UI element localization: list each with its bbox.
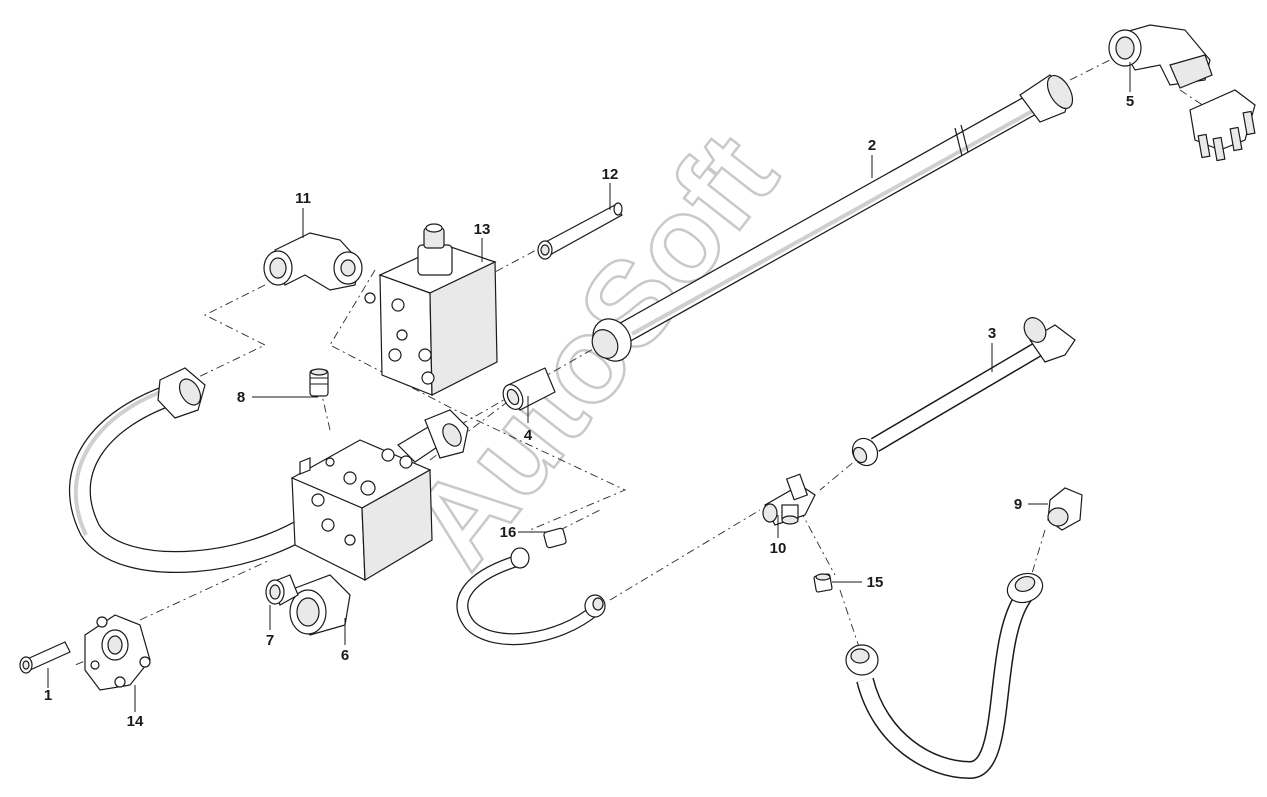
callout-12: 12 — [602, 166, 619, 183]
callout-1: 1 — [44, 687, 52, 704]
hose-lower-right — [845, 572, 1044, 780]
callout-4: 4 — [524, 427, 533, 444]
hose-small-middle — [456, 547, 606, 646]
elbow-connector-5 — [1108, 24, 1256, 162]
fitting-lower-block-top — [397, 409, 469, 463]
callout-7: 7 — [266, 632, 274, 649]
bolt-1 — [19, 641, 71, 674]
callout-15: 15 — [867, 574, 884, 591]
callout-2: 2 — [868, 137, 876, 154]
hose-2 — [591, 74, 1074, 362]
nut-9 — [1047, 487, 1083, 531]
callout-11: 11 — [295, 190, 311, 207]
callout-10: 10 — [770, 540, 787, 557]
hose-3 — [851, 317, 1076, 467]
callout-3: 3 — [988, 325, 996, 342]
callout-14: 14 — [127, 713, 144, 730]
valve-block-lower — [290, 439, 433, 582]
callout-5: 5 — [1126, 93, 1134, 110]
callout-13: 13 — [474, 221, 491, 238]
leader-lines — [47, 62, 1131, 712]
hose-left-curved — [69, 367, 338, 573]
sleeve-4 — [502, 367, 556, 411]
sleeve-15 — [813, 573, 833, 593]
callout-9: 9 — [1014, 496, 1022, 513]
valve-block-13 — [364, 223, 498, 396]
fitting-6 — [289, 574, 351, 636]
fitting-7 — [265, 574, 299, 606]
elbow-fitting-11 — [263, 232, 363, 291]
fitting-8 — [309, 368, 329, 397]
flange-14 — [84, 614, 151, 691]
tee-fitting-10 — [762, 473, 816, 526]
callout-6: 6 — [341, 647, 349, 664]
callout-16: 16 — [500, 524, 517, 541]
callout-8: 8 — [237, 389, 245, 406]
sleeve-16 — [543, 527, 567, 549]
pin-12 — [537, 202, 623, 260]
callout-labels: 1 2 3 4 5 6 7 8 9 10 11 12 13 14 15 16 — [44, 93, 1134, 730]
